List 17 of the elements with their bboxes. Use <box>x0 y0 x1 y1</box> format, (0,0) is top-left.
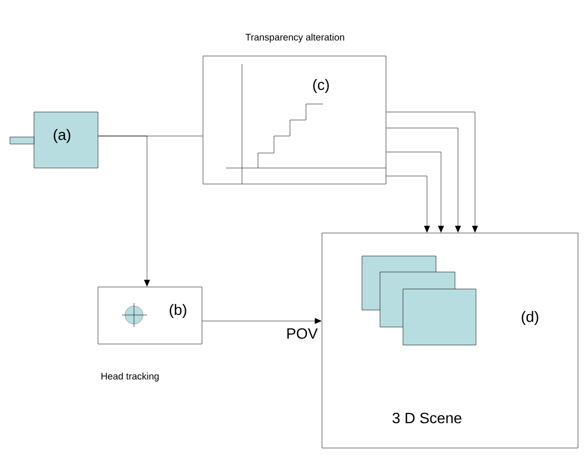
arrow <box>386 176 430 232</box>
graph-box <box>202 56 386 184</box>
arrow <box>386 112 478 232</box>
arrow <box>202 318 322 324</box>
arrow <box>98 136 150 286</box>
camera-box <box>34 112 98 168</box>
node-label: (c) <box>313 79 329 93</box>
heading: Transparency alteration <box>246 34 344 42</box>
edge-label: POV <box>287 328 318 339</box>
node-label: Head tracking <box>101 372 159 382</box>
node-label: (d) <box>522 311 538 325</box>
node-label: (a) <box>54 129 70 143</box>
node-label: 3 D Scene <box>392 412 462 424</box>
arrow <box>386 152 444 232</box>
tracker-box <box>98 286 202 344</box>
arrow <box>386 128 461 232</box>
node-label: (b) <box>170 304 186 318</box>
